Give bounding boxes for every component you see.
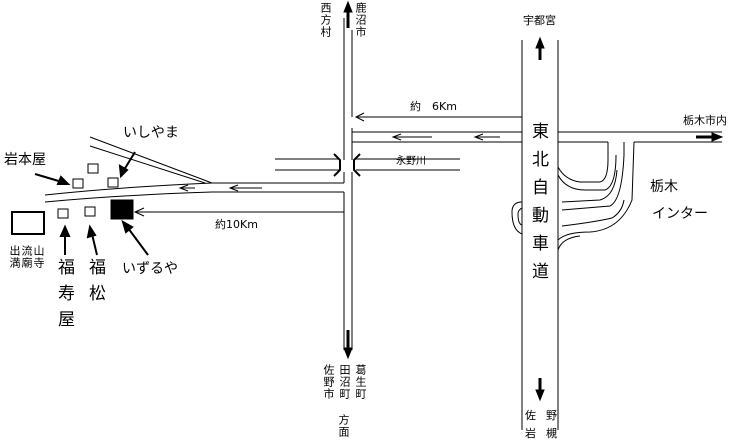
label-tohoku-expressway: 東北自動車道 bbox=[528, 122, 548, 290]
label-izuruya: いずるや bbox=[122, 261, 178, 277]
label-sano-2: 野 bbox=[546, 409, 557, 422]
label-distance-6km: 約 6Km bbox=[410, 100, 457, 113]
label-sano-city: 佐野市 bbox=[322, 364, 335, 400]
temple-building bbox=[11, 211, 45, 235]
label-interchange: インター bbox=[652, 206, 708, 222]
east-west-road bbox=[352, 112, 724, 143]
label-iwamotoya: 岩本屋 bbox=[4, 152, 46, 168]
label-tochigi-ic: 栃木 bbox=[650, 179, 678, 195]
label-iwatsuki-2: 槻 bbox=[546, 427, 557, 440]
pointer-arrows bbox=[34, 151, 149, 256]
river-nagano bbox=[275, 153, 460, 177]
north-south-road bbox=[343, 0, 353, 360]
label-utsunomiya: 宇都宮 bbox=[523, 14, 556, 27]
label-distance-10km: 約10Km bbox=[215, 218, 258, 231]
label-nishikata-village: 西方村 bbox=[319, 2, 332, 38]
buildings bbox=[11, 163, 134, 235]
label-direction: 方面 bbox=[337, 414, 350, 438]
label-tanuma-town: 田沼町 bbox=[338, 364, 351, 400]
label-fukujuya: 福寿屋 bbox=[54, 258, 74, 336]
label-temple-2: 流廟 bbox=[20, 245, 33, 269]
label-iwatsuki: 岩 bbox=[525, 427, 536, 440]
label-kanuma-city: 鹿沼市 bbox=[354, 2, 367, 38]
label-nagano-river: 永野川 bbox=[396, 156, 426, 167]
label-sano: 佐 bbox=[525, 409, 536, 422]
label-temple-3: 出満 bbox=[8, 245, 21, 269]
label-kuzuu-town: 葛生町 bbox=[354, 364, 367, 400]
label-temple-1: 山寺 bbox=[32, 245, 45, 269]
label-ishiyama: いしやま bbox=[123, 125, 179, 141]
tohoku-expressway bbox=[511, 36, 635, 430]
label-tochigi-city: 栃木市内 bbox=[683, 114, 727, 127]
west-road bbox=[44, 136, 344, 217]
label-fukumatsu: 福松 bbox=[85, 258, 105, 310]
